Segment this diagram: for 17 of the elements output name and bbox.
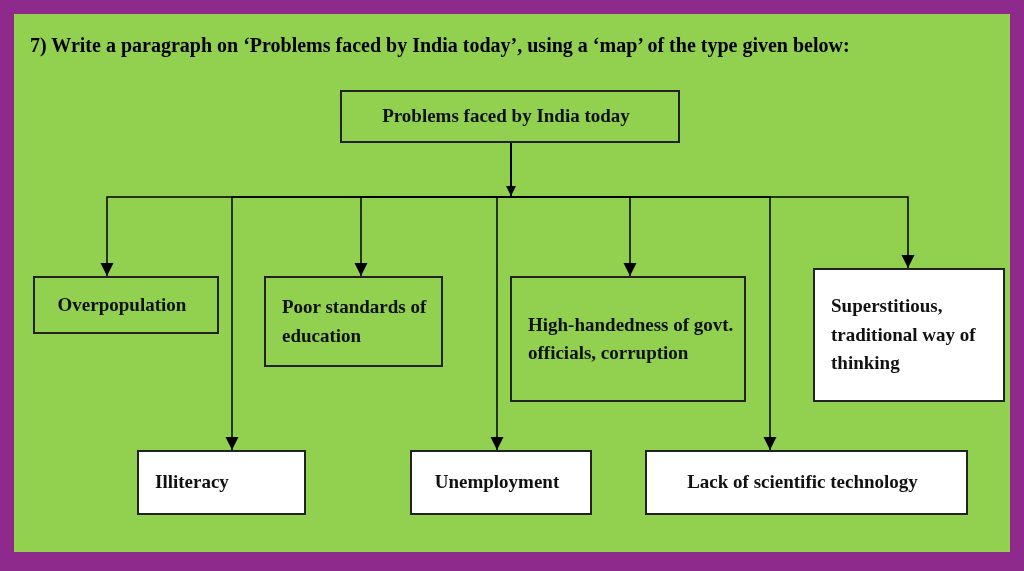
topic-box (264, 276, 443, 367)
topic-text: High-handedness of govt. officials, corruption (528, 312, 735, 365)
topic-box (645, 450, 968, 515)
topic-box (137, 450, 306, 515)
topic-text: Overpopulation (57, 292, 187, 317)
topic-text: Unemployment (434, 470, 560, 495)
topic-text: Lack of scientific technology (687, 470, 918, 495)
topic-box (410, 450, 592, 515)
topic-text: Poor standards of education (282, 295, 428, 348)
title: 7) Write a paragraph on ‘Problems faced by India today’, using a ‘map’ of the type given below: (30, 33, 850, 59)
topic-text: Superstitious, traditional way of thinking (831, 294, 977, 376)
topic-text: Illiteracy (155, 470, 229, 495)
topic-text: Problems faced by India today (382, 104, 630, 129)
topic-box (340, 90, 680, 143)
topic-box (33, 276, 219, 334)
topic-box (813, 268, 1005, 402)
topic-box (510, 276, 746, 402)
